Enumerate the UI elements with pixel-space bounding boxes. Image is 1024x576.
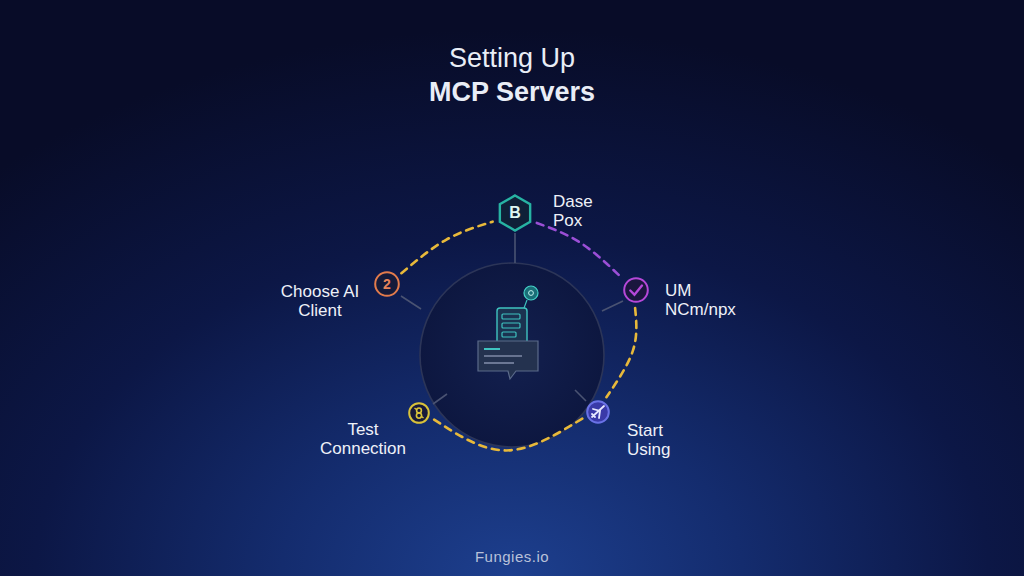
dashed-connector — [537, 223, 622, 278]
connection-symbol — [415, 408, 424, 418]
check-symbol — [630, 286, 642, 295]
dashed-connector — [434, 419, 583, 451]
step-icon: Test Connection — [408, 402, 430, 424]
hub-ring — [420, 263, 604, 447]
step-number: 2 — [374, 271, 400, 297]
icon-outline — [586, 400, 610, 424]
circle-outline — [624, 278, 648, 302]
circle-outline — [409, 403, 429, 423]
chat-illustration — [478, 286, 538, 379]
step-label: Start Using — [627, 421, 683, 459]
step-icon: UM NCm/npx — [623, 277, 649, 303]
step-label: Choose AI Client — [280, 282, 360, 320]
step-number: B — [496, 194, 534, 232]
step-icon: Start Using — [586, 400, 610, 424]
step-label: Dase Pox — [553, 192, 603, 230]
step-label: Test Connection — [313, 420, 413, 458]
icon-outline — [623, 277, 649, 303]
step-icon: BDase Pox — [496, 194, 534, 232]
watermark: Fungies.io — [412, 548, 612, 565]
connector-layer — [401, 222, 636, 451]
step-icon: 2Choose AI Client — [374, 271, 400, 297]
dashed-connector — [606, 308, 636, 397]
step-label: UM NCm/npx — [665, 281, 745, 319]
circle-outline — [587, 401, 609, 423]
diagram-title: Setting Up MCP Servers — [419, 41, 605, 109]
plane-symbol — [592, 406, 604, 418]
icon-outline — [408, 402, 430, 424]
leader-lines — [401, 233, 623, 404]
dashed-connector — [401, 222, 492, 274]
